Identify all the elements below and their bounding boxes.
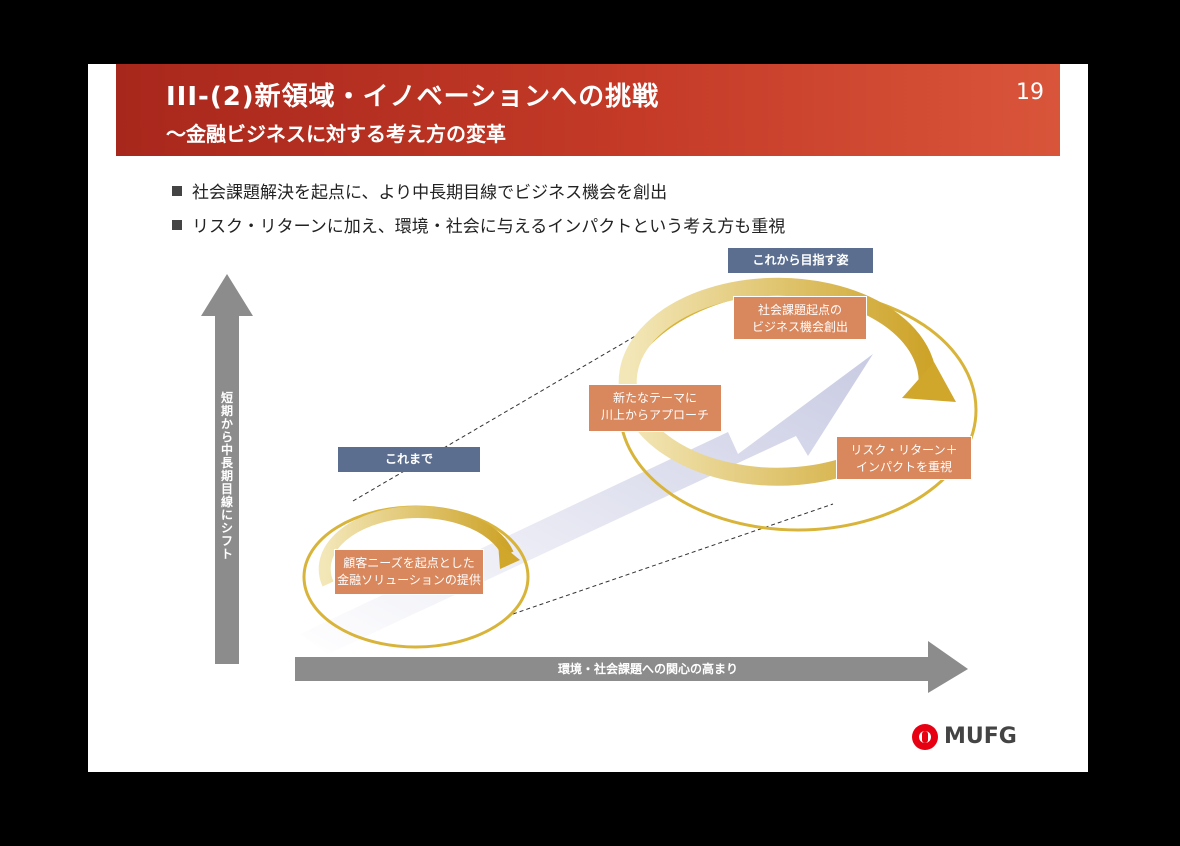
box-future-impact: リスク・リターン＋ インパクトを重視	[836, 436, 972, 480]
x-axis-arrow	[295, 641, 968, 693]
tag-future: これから目指す姿	[728, 248, 873, 273]
box-line: 新たなテーマに	[612, 391, 697, 405]
box-line: 顧客ニーズを起点とした	[343, 556, 475, 570]
tag-past: これまで	[338, 447, 480, 472]
bullet-text: リスク・リターンに加え、環境・社会に与えるインパクトという考え方も重視	[192, 217, 786, 237]
slide-header: III-(2)新領域・イノベーションへの挑戦 ～金融ビジネスに対する考え方の変革…	[116, 64, 1060, 156]
slide-title: III-(2)新領域・イノベーションへの挑戦	[166, 82, 660, 112]
past-cycle-arrowhead	[498, 542, 520, 569]
box-future-upstream: 新たなテーマに 川上からアプローチ	[588, 384, 722, 432]
connector-line	[512, 503, 834, 615]
future-cycle-arrow	[618, 277, 937, 486]
bullet-square-icon	[172, 220, 182, 230]
box-line: 川上からアプローチ	[600, 408, 709, 422]
box-past-solution: 顧客ニーズを起点とした 金融ソリューションの提供	[334, 549, 484, 595]
slide-subtitle: ～金融ビジネスに対する考え方の変革	[166, 122, 506, 146]
future-cycle-arrowhead	[902, 362, 956, 402]
box-line: インパクトを重視	[855, 460, 952, 474]
box-line: リスク・リターン＋	[850, 443, 958, 457]
y-axis-label: 短期から中長期目線にシフト	[220, 391, 233, 561]
connector-line	[352, 316, 669, 502]
y-axis-arrow	[201, 274, 253, 664]
bullet-item: 社会課題解決を起点に、より中長期目線でビジネス機会を創出	[172, 178, 667, 203]
box-line: ビジネス機会創出	[751, 320, 848, 334]
slide: III-(2)新領域・イノベーションへの挑戦 ～金融ビジネスに対する考え方の変革…	[88, 64, 1088, 772]
bullet-text: 社会課題解決を起点に、より中長期目線でビジネス機会を創出	[192, 183, 668, 203]
box-line: 金融ソリューションの提供	[337, 573, 481, 587]
box-line: 社会課題起点の	[757, 303, 842, 317]
past-cycle-arrow	[318, 506, 514, 587]
growth-arrow	[300, 354, 873, 654]
page-number: 19	[1016, 80, 1044, 105]
logo-text: MUFG	[944, 724, 1017, 749]
box-future-opportunity: 社会課題起点の ビジネス機会創出	[733, 296, 867, 340]
bullet-item: リスク・リターンに加え、環境・社会に与えるインパクトという考え方も重視	[172, 212, 785, 237]
bullet-square-icon	[172, 186, 182, 196]
mufg-logo-icon	[912, 724, 938, 750]
x-axis-label: 環境・社会課題への関心の高まり	[557, 662, 738, 676]
